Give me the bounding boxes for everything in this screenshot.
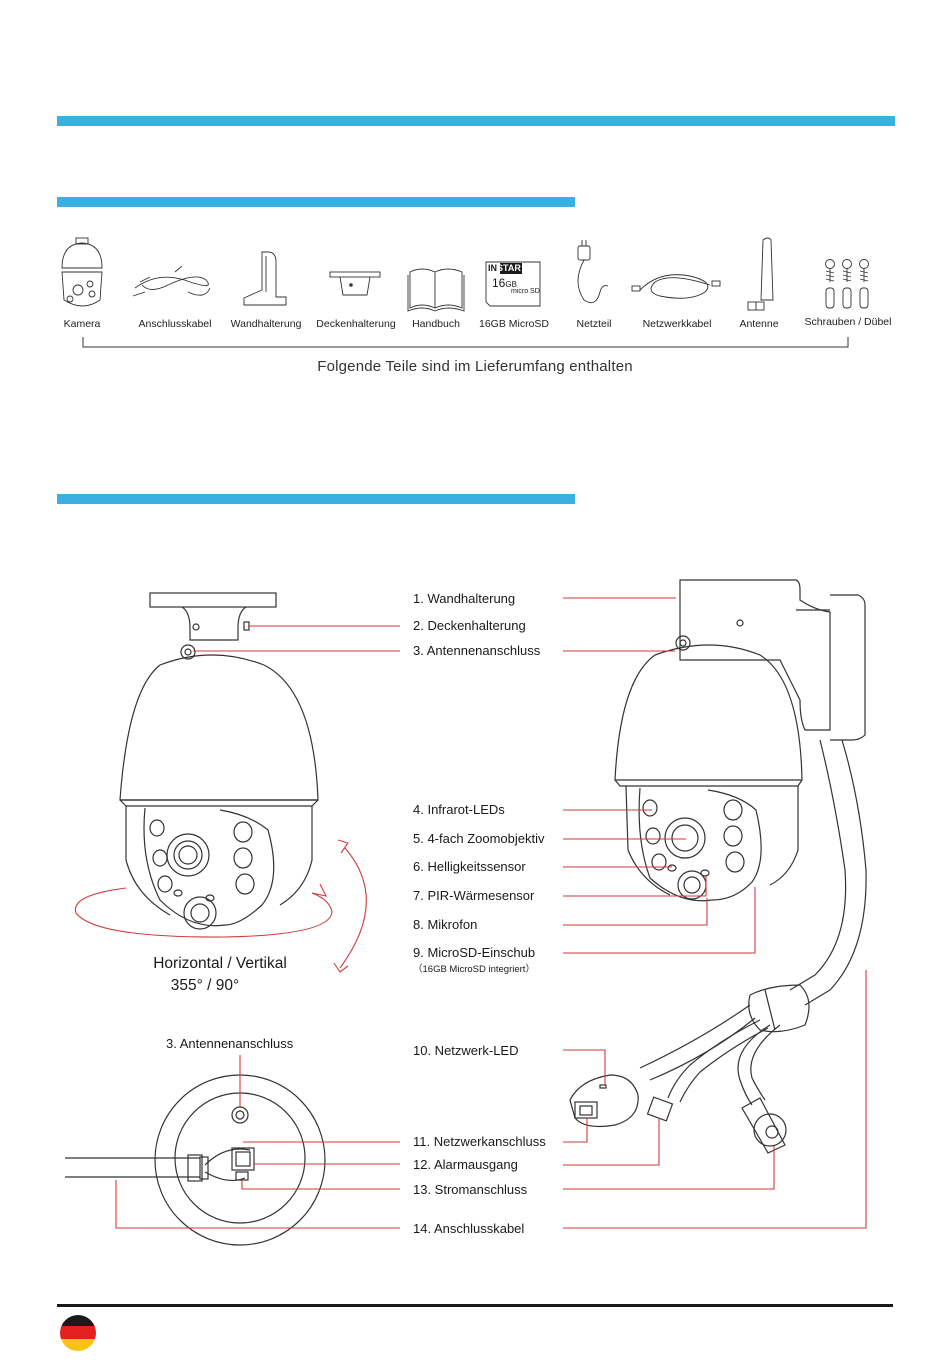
screws-icon [825, 259, 869, 309]
callout-1: 1. Wandhalterung [413, 591, 516, 606]
rotation-title: Horizontal / Vertikal [153, 955, 287, 972]
book-icon [407, 268, 465, 312]
callout-14: 14. Anschlusskabel [413, 1221, 525, 1236]
sd-card-icon [485, 261, 541, 307]
camera-side-view [569, 579, 867, 1154]
callout-13: 13. Stromanschluss [413, 1182, 528, 1197]
callout-11: 11. Netzwerkanschluss [413, 1134, 546, 1149]
german-flag-icon [60, 1315, 96, 1351]
antenna-icon [747, 237, 774, 311]
footer-divider [57, 1304, 893, 1307]
callout-leader-lines [115, 597, 867, 1229]
ceiling-mount-icon [329, 271, 381, 296]
callout-12: 12. Alarmausgang [413, 1157, 518, 1172]
section-bar-components [57, 494, 575, 504]
rotation-arrows [74, 839, 367, 973]
part-label-schrauben: Schrauben / Dübel [804, 316, 892, 328]
callout-2: 2. Deckenhalterung [413, 618, 526, 633]
callout-9-note: （16GB MicroSD integriert） [413, 964, 535, 975]
callout-7: 7. PIR-Wärmesensor [413, 888, 535, 903]
cable-icon [132, 265, 211, 297]
part-label-microsd: 16GB MicroSD [478, 318, 550, 330]
bottom-view-label: 3. Antennenanschluss [166, 1036, 294, 1051]
wall-mount-icon [243, 251, 287, 306]
part-label-netzwerkkabel: Netzwerkkabel [642, 318, 712, 330]
callout-3: 3. Antennenanschluss [413, 643, 541, 658]
section-bar-contents [57, 197, 575, 207]
network-cable-icon [631, 274, 721, 299]
parts-illustrations [61, 237, 869, 348]
camera-icon [61, 237, 103, 307]
parts-caption: Folgende Teile sind im Lieferumfang enth… [317, 358, 633, 375]
callout-9: 9. MicroSD-Einschub [413, 945, 536, 960]
part-label-wandhalterung: Wandhalterung [230, 318, 302, 330]
callout-4: 4. Infrarot-LEDs [413, 802, 505, 817]
callout-10: 10. Netzwerk-LED [413, 1043, 519, 1058]
sd-card-size: 16GB [492, 276, 517, 290]
callout-5: 5. 4-fach Zoomobjektiv [413, 831, 545, 846]
camera-front-view [119, 592, 319, 930]
header-accent-bar [57, 116, 895, 126]
parts-bracket [82, 337, 849, 348]
part-label-anschlusskabel: Anschlusskabel [138, 318, 212, 330]
rotation-values: 355° / 90° [170, 977, 240, 994]
part-label-netzteil: Netzteil [576, 318, 612, 330]
part-label-handbuch: Handbuch [412, 318, 460, 330]
sd-card-brand: INSTAR [488, 263, 521, 273]
callout-6: 6. Helligkeitssensor [413, 859, 526, 874]
power-adapter-icon [577, 240, 609, 304]
sd-card-type: micro SD [511, 288, 540, 295]
part-label-kamera: Kamera [63, 318, 101, 330]
callout-8: 8. Mikrofon [413, 917, 478, 932]
part-label-deckenhalterung: Deckenhalterung [316, 318, 396, 330]
camera-bottom-view [65, 1074, 326, 1246]
part-label-antenne: Antenne [739, 318, 779, 330]
